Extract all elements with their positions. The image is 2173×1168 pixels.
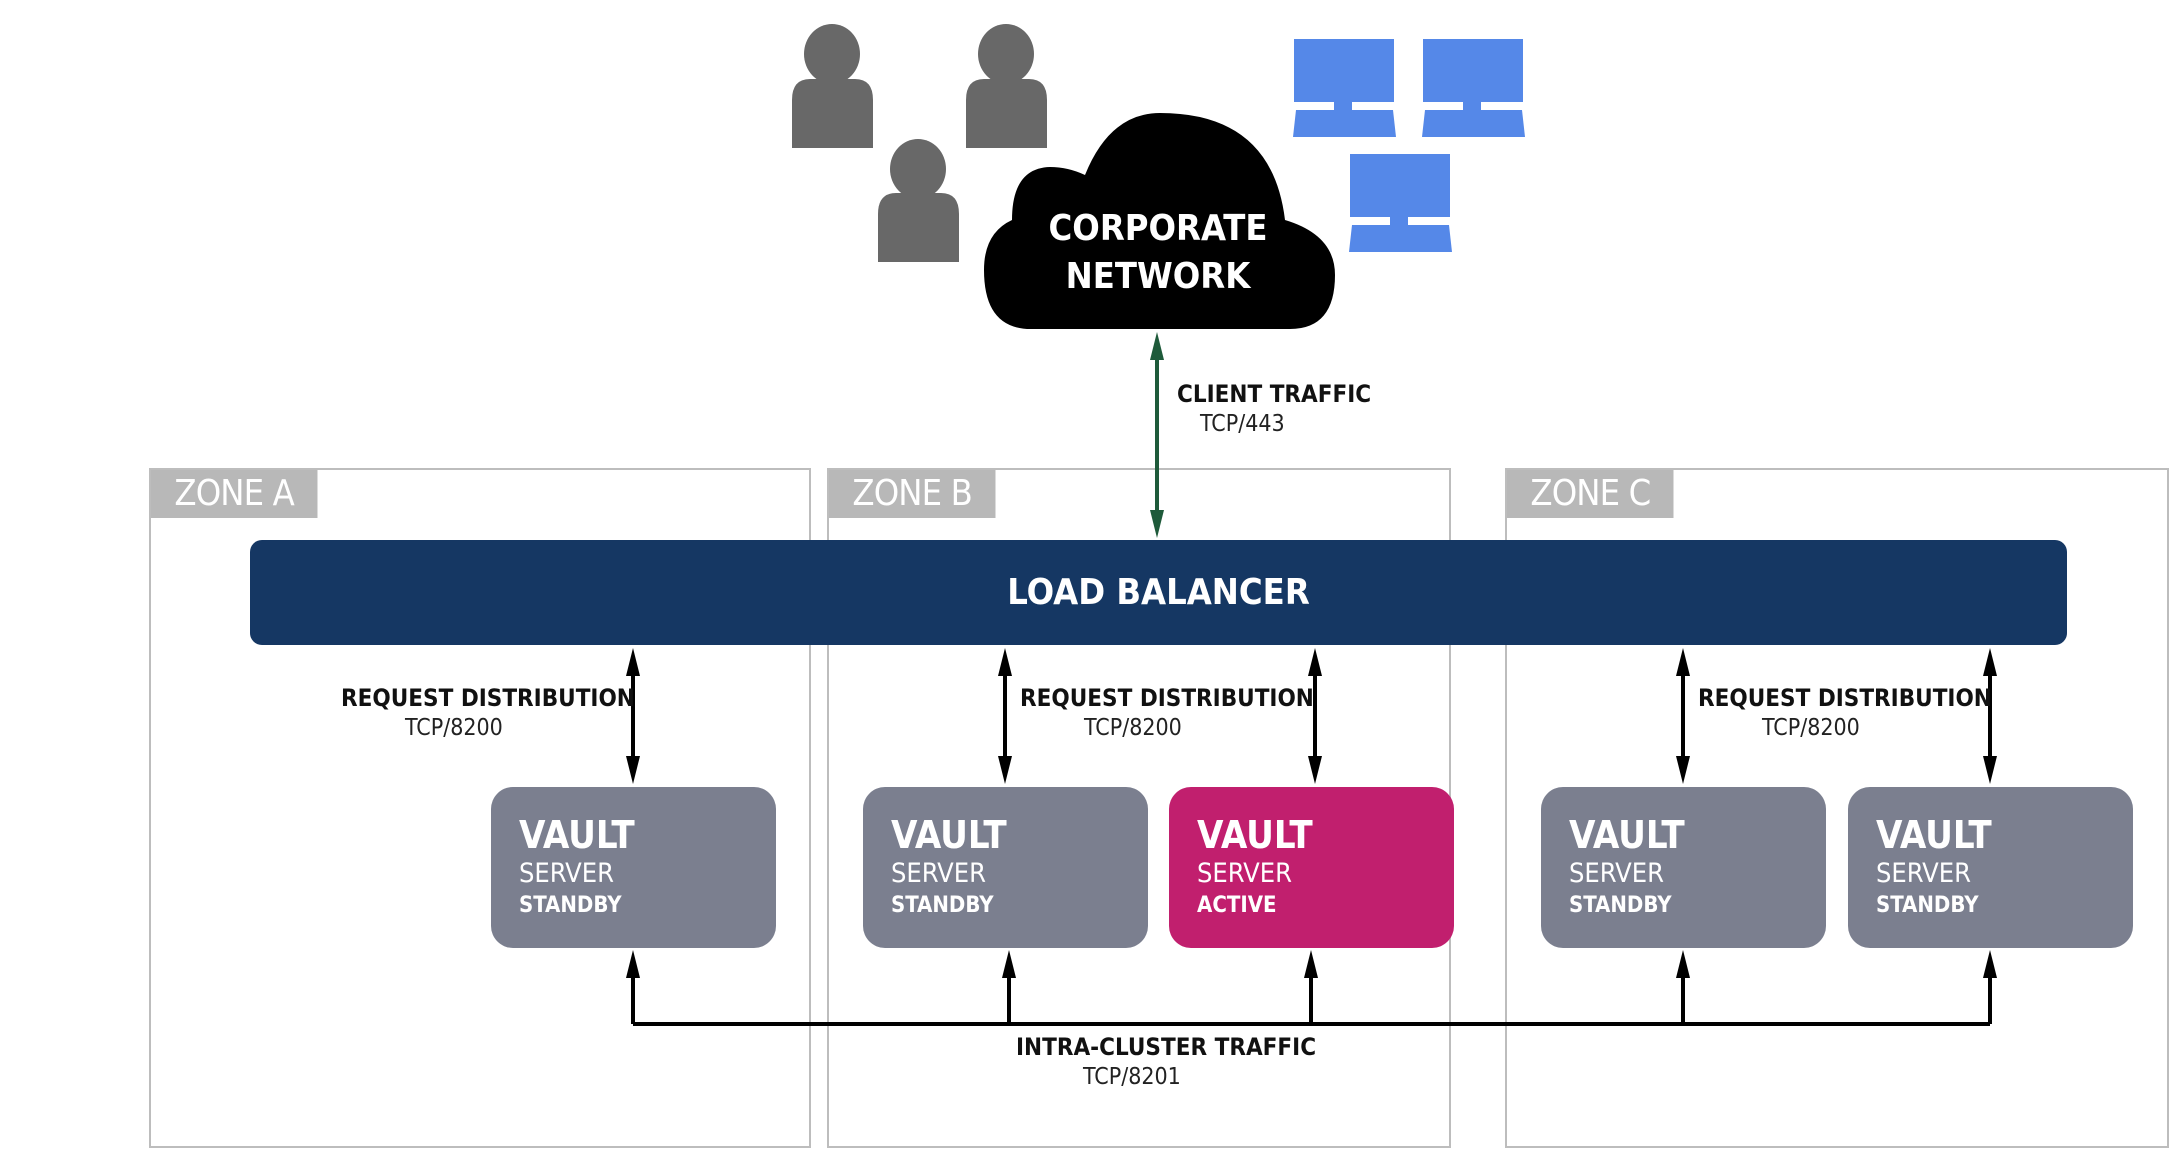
request-arrow-c2: [1983, 648, 1997, 784]
request-distribution-title-c: REQUEST DISTRIBUTION: [1698, 684, 1992, 712]
vault-subtitle: SERVER: [891, 858, 987, 889]
vault-subtitle: SERVER: [1876, 858, 1972, 889]
computer-monitor-icon: [1422, 39, 1525, 137]
load-balancer-label: LOAD BALANCER: [1007, 572, 1310, 613]
load-balancer[interactable]: LOAD BALANCER: [250, 540, 2067, 645]
vault-title: VAULT: [1197, 813, 1313, 857]
request-distribution-title-a: REQUEST DISTRIBUTION: [341, 684, 635, 712]
intra-cluster-title: INTRA-CLUSTER TRAFFIC: [1016, 1033, 1317, 1061]
vault-subtitle: SERVER: [1197, 858, 1293, 889]
computer-monitor-icon: [1293, 39, 1396, 137]
vault-state: STANDBY: [891, 893, 994, 918]
computer-monitor-icon: [1349, 154, 1452, 252]
request-arrow-a: [626, 648, 640, 784]
vault-title: VAULT: [891, 813, 1007, 857]
request-distribution-port-c: TCP/8200: [1762, 715, 1860, 741]
client-traffic-title: CLIENT TRAFFIC: [1177, 380, 1372, 408]
zone-b-label: ZONE B: [829, 470, 996, 518]
zone-b: ZONE B: [827, 468, 1451, 1148]
request-distribution-port-a: TCP/8200: [405, 715, 503, 741]
client-traffic-port: TCP/443: [1200, 411, 1285, 437]
user-icon: [966, 24, 1047, 148]
cloud-line-1: CORPORATE: [1048, 208, 1268, 249]
vault-server-b-active[interactable]: VAULT SERVER ACTIVE: [1169, 787, 1454, 948]
vault-server-c2-standby[interactable]: VAULT SERVER STANDBY: [1848, 787, 2133, 948]
vault-state: STANDBY: [519, 893, 622, 918]
cloud-line-2: NETWORK: [1065, 256, 1251, 297]
zone-c-label: ZONE C: [1507, 470, 1674, 518]
client-traffic-arrow: [1150, 332, 1164, 538]
cloud-icon: [984, 113, 1335, 329]
zone-a-label: ZONE A: [151, 470, 318, 518]
intra-cluster-port: TCP/8201: [1083, 1064, 1181, 1090]
user-icon: [878, 139, 959, 262]
vault-server-c1-standby[interactable]: VAULT SERVER STANDBY: [1541, 787, 1826, 948]
vault-state: ACTIVE: [1197, 893, 1277, 918]
vault-server-b-standby[interactable]: VAULT SERVER STANDBY: [863, 787, 1148, 948]
corporate-network-label: CORPORATE NETWORK: [1008, 205, 1308, 301]
user-icon: [792, 24, 873, 148]
zone-a: ZONE A: [149, 468, 811, 1148]
vault-server-a-standby[interactable]: VAULT SERVER STANDBY: [491, 787, 776, 948]
vault-title: VAULT: [1569, 813, 1685, 857]
request-arrow-b2: [1308, 648, 1322, 784]
zone-c: ZONE C: [1505, 468, 2169, 1148]
request-distribution-title-b: REQUEST DISTRIBUTION: [1020, 684, 1314, 712]
request-distribution-port-b: TCP/8200: [1084, 715, 1182, 741]
vault-state: STANDBY: [1569, 893, 1672, 918]
vault-subtitle: SERVER: [1569, 858, 1665, 889]
request-arrows: [626, 648, 1997, 784]
vault-title: VAULT: [519, 813, 635, 857]
request-arrow-c1: [1676, 648, 1690, 784]
vault-title: VAULT: [1876, 813, 1992, 857]
vault-state: STANDBY: [1876, 893, 1979, 918]
request-arrow-b1: [998, 648, 1012, 784]
vault-subtitle: SERVER: [519, 858, 615, 889]
intra-cluster-bus: [626, 950, 1997, 1026]
